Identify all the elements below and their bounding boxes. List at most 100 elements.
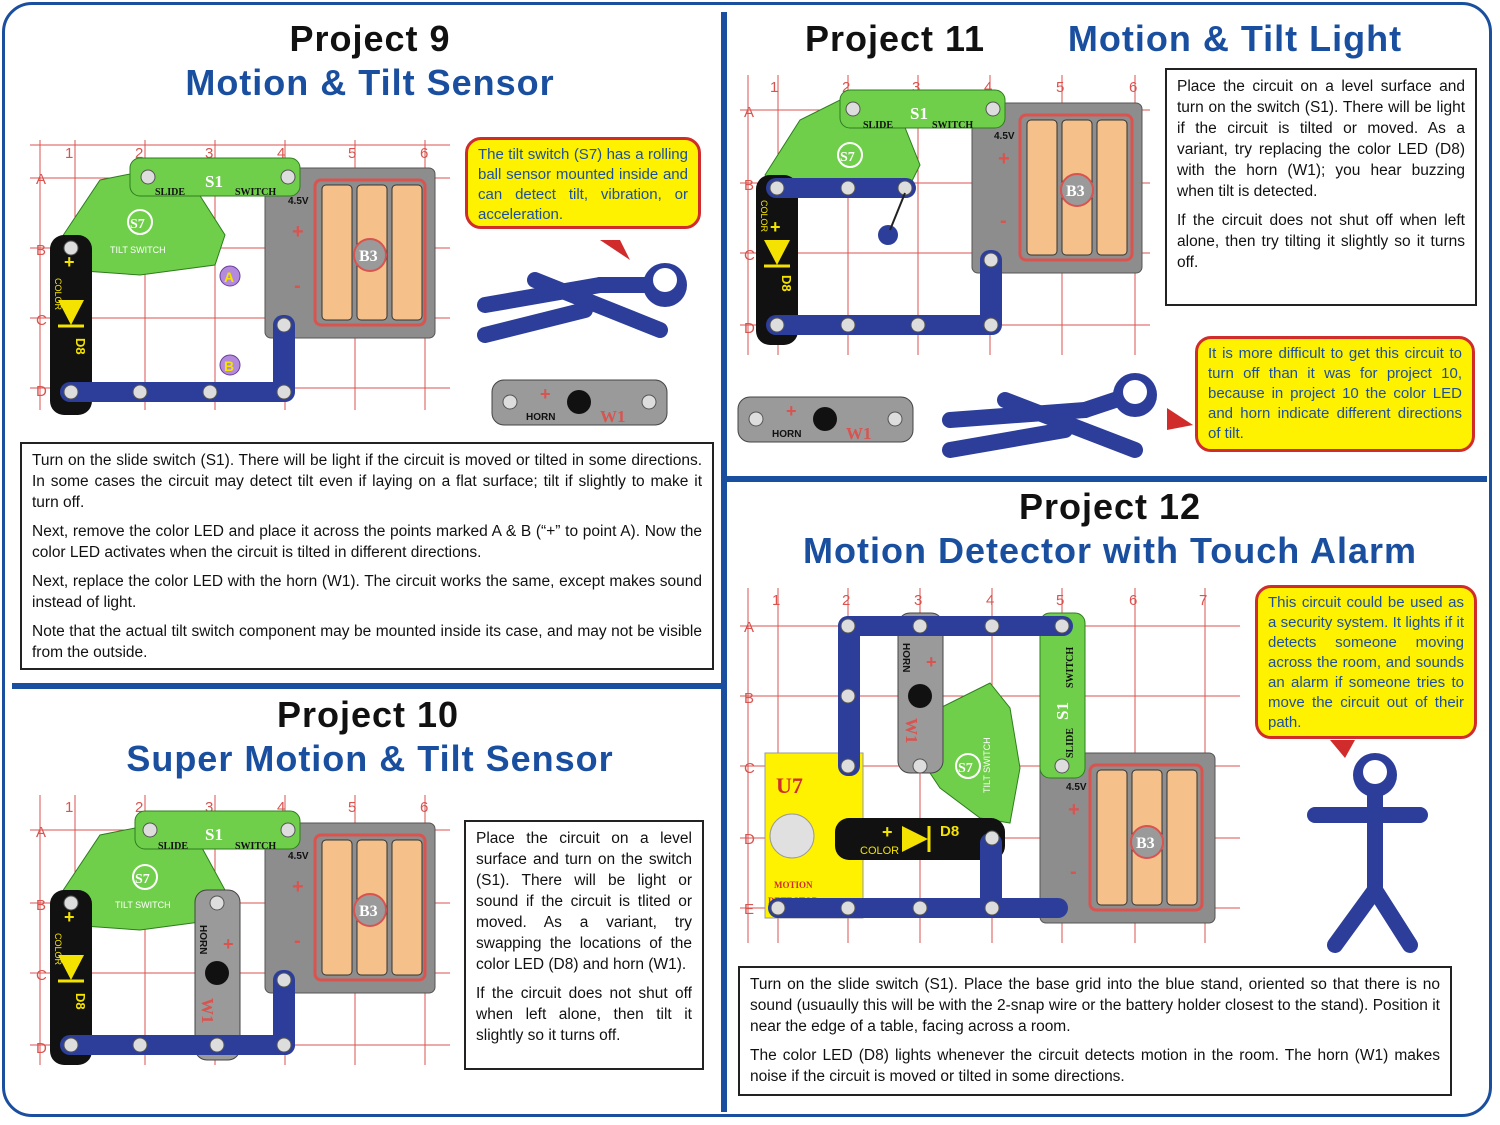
tilt-switch-label: TILT SWITCH — [982, 737, 992, 793]
grid-col-4: 4 — [277, 145, 285, 162]
grid-row-a: A — [36, 171, 46, 188]
project9-paragraph-4: Note that the actual tilt switch compone… — [32, 623, 702, 661]
project11-text: Place the circuit on a level surface and… — [1165, 68, 1477, 306]
w1-label: W1 — [846, 424, 872, 443]
voltage-label: 4.5V — [1066, 782, 1087, 793]
grid-col-6: 6 — [1129, 592, 1137, 609]
b3-label: B3 — [359, 903, 378, 920]
w1-label: W1 — [600, 407, 626, 426]
snap-wires — [60, 315, 295, 402]
grid-col-6: 6 — [420, 799, 428, 816]
grid-col-4: 4 — [277, 799, 285, 816]
grid-row-b: B — [744, 690, 754, 707]
grid-row-a: A — [744, 619, 754, 636]
project11-subtitle: Motion & Tilt Light — [1067, 18, 1403, 59]
grid-col-3: 3 — [205, 799, 213, 816]
project10-text: Place the circuit on a level surface and… — [464, 820, 704, 1070]
d8-label: D8 — [73, 993, 88, 1010]
project9-horn: + HORN W1 — [491, 379, 668, 426]
project12-bubble: This circuit could be used as a security… — [1255, 585, 1477, 739]
project11-mascot — [942, 373, 1193, 458]
voltage-label: 4.5V — [994, 131, 1015, 142]
project9-paragraph-3: Next, replace the color LED with the hor… — [32, 573, 702, 611]
project11-paragraph-1: Place the circuit on a level surface and… — [1177, 78, 1465, 200]
w1-label: W1 — [902, 718, 921, 744]
b3-label: B3 — [359, 248, 378, 265]
led-plus: + — [64, 252, 75, 272]
s7-label: S7 — [130, 217, 145, 232]
battery-minus: - — [294, 275, 301, 297]
project9-circuit: 1 2 3 4 5 6 A B C D B3 4.5V + - S7 TILT … — [30, 140, 450, 415]
slide-label: SLIDE — [155, 187, 185, 198]
grid-col-5: 5 — [1056, 592, 1064, 609]
switch-label: SWITCH — [1065, 647, 1076, 688]
grid-col-2: 2 — [135, 145, 143, 162]
horn-label: HORN — [197, 925, 208, 954]
grid-col-1: 1 — [772, 592, 780, 609]
project9-paragraph-2: Next, remove the color LED and place it … — [32, 523, 702, 561]
project10-subtitle: Super Motion & Tilt Sensor — [126, 738, 614, 779]
grid-col-4: 4 — [984, 79, 992, 96]
s7-label: S7 — [840, 150, 855, 165]
s1-label: S1 — [205, 825, 223, 844]
project11-title: Project 11 — [804, 18, 986, 59]
slide-switch-s1 — [839, 89, 1006, 129]
grid-col-3: 3 — [914, 592, 922, 609]
led-plus: + — [770, 217, 781, 237]
s1-label: S1 — [910, 104, 928, 123]
grid-row-d: D — [744, 831, 755, 848]
led-color-label: COLOR — [860, 845, 899, 857]
grid-row-d: D — [36, 1040, 47, 1057]
project12-paragraph-1: Turn on the slide switch (S1). Place the… — [750, 976, 1440, 1035]
grid-row-b: B — [36, 242, 46, 259]
point-a: A — [224, 269, 234, 285]
led-color-label: COLOR — [53, 278, 63, 311]
slide-label: SLIDE — [863, 120, 893, 131]
project12-text: Turn on the slide switch (S1). Place the… — [738, 966, 1452, 1096]
project12-mascot — [1307, 740, 1428, 953]
grid-col-1: 1 — [770, 79, 778, 96]
horn-plus: + — [926, 652, 937, 672]
grid-col-1: 1 — [65, 145, 73, 162]
battery-minus: - — [1070, 861, 1077, 883]
led-plus: + — [64, 907, 75, 927]
s1-label: S1 — [205, 172, 223, 191]
u7-label: U7 — [776, 773, 803, 798]
led-plus: + — [882, 822, 893, 842]
grid-col-5: 5 — [348, 799, 356, 816]
battery-minus: - — [1000, 210, 1007, 232]
battery-plus: + — [998, 148, 1010, 170]
horn-plus: + — [786, 401, 797, 421]
horn-plus: + — [540, 384, 551, 404]
slide-label: SLIDE — [158, 841, 188, 852]
grid-col-1: 1 — [65, 799, 73, 816]
project12-paragraph-2: The color LED (D8) lights whenever the c… — [750, 1047, 1440, 1085]
slide-switch-s1 — [129, 157, 301, 197]
project9-title: Project 9 — [289, 18, 451, 59]
project11-paragraph-2: If the circuit does not shut off when le… — [1177, 212, 1465, 271]
snap-wires — [60, 895, 295, 1055]
d8-label: D8 — [73, 338, 88, 355]
slide-label: SLIDE — [1065, 728, 1076, 758]
s7-label: S7 — [135, 872, 150, 887]
project11-horn: + HORN W1 — [737, 396, 914, 443]
grid-row-d: D — [36, 383, 47, 400]
grid-col-6: 6 — [1129, 79, 1137, 96]
project10-paragraph-2: If the circuit does not shut off when le… — [476, 985, 692, 1044]
horn-label: HORN — [526, 412, 555, 423]
project12-subtitle: Motion Detector with Touch Alarm — [803, 530, 1417, 571]
u7-text-1: MOTION — [774, 880, 813, 890]
grid-row-d: D — [744, 320, 755, 337]
project9-text: Turn on the slide switch (S1). There wil… — [20, 442, 714, 670]
slide-switch-s1 — [1039, 612, 1086, 779]
voltage-label: 4.5V — [288, 196, 309, 207]
switch-label: SWITCH — [932, 120, 973, 131]
grid-col-5: 5 — [348, 145, 356, 162]
s1-label: S1 — [1053, 702, 1072, 720]
grid-row-e: E — [744, 901, 754, 918]
project9-subtitle: Motion & Tilt Sensor — [185, 62, 555, 103]
battery-plus: + — [292, 876, 304, 898]
project12-title: Project 12 — [1018, 486, 1202, 527]
